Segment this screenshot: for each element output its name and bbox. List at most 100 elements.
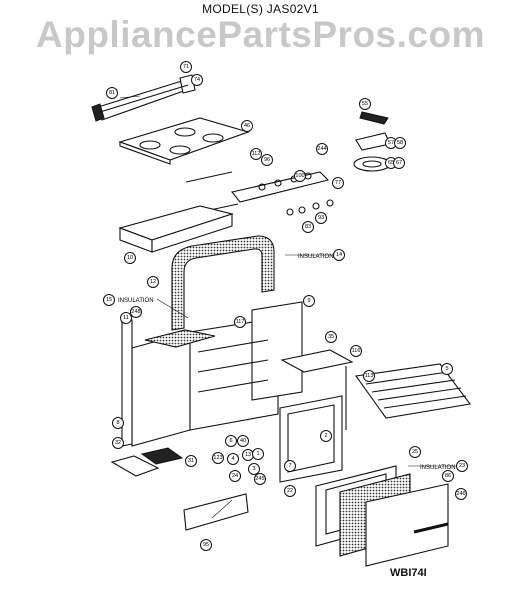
callout-11: 11	[120, 312, 132, 324]
callout-label: 5	[445, 366, 448, 372]
callout-label: 117	[236, 319, 245, 325]
callout-15: 15	[103, 294, 115, 306]
callout-23: 23	[456, 460, 468, 472]
callout-24: 24	[229, 470, 241, 482]
callout-label: 96	[264, 157, 270, 163]
callout-3: 3	[248, 463, 260, 475]
callout-label: 1	[256, 451, 259, 457]
callout-label: 81	[109, 90, 115, 96]
callout-label: 32	[115, 440, 121, 446]
callout-2: 2	[320, 430, 332, 442]
leader-lines	[119, 95, 456, 519]
callout-label: 10	[127, 255, 133, 261]
callout-5: 5	[441, 363, 453, 375]
callout-10: 10	[124, 252, 136, 264]
callout-77: 77	[332, 177, 344, 189]
callout-71: 71	[180, 61, 192, 73]
callout-label: 71	[183, 64, 189, 70]
callout-label: 100	[295, 173, 304, 179]
callout-81: 81	[106, 87, 118, 99]
control-panel	[185, 171, 330, 211]
callout-93: 93	[315, 212, 327, 224]
callout-label: 11	[123, 315, 129, 321]
callout-label: 244	[317, 146, 326, 152]
callout-label: 112	[252, 151, 261, 157]
kick-panel	[183, 493, 249, 531]
callout-label: 113	[365, 373, 374, 379]
element-parts	[353, 111, 391, 172]
callout-67: 67	[393, 157, 405, 169]
callout-label: 14	[336, 252, 342, 258]
callout-123: 123	[212, 452, 224, 464]
callout-label: 246	[456, 491, 465, 497]
callout-label: 6	[229, 438, 232, 444]
callout-label: 22	[287, 488, 293, 494]
callout-8: 8	[112, 417, 124, 429]
insulation-label-top: INSULATION	[298, 254, 334, 260]
callout-label: 248	[131, 309, 140, 315]
callout-100: 100	[294, 170, 306, 182]
drawing-id: WBI74I	[390, 567, 427, 579]
callout-label: 46	[244, 123, 250, 129]
callout-117: 117	[234, 316, 246, 328]
callout-32: 32	[112, 437, 124, 449]
callout-6: 6	[225, 435, 237, 447]
callout-label: 40	[240, 438, 246, 444]
callout-248: 248	[130, 306, 142, 318]
callout-label: 86	[445, 473, 451, 479]
callout-label: 58	[397, 140, 403, 146]
insulation-label-door: INSULATION	[420, 465, 456, 471]
callout-label: 12	[150, 279, 156, 285]
drip-tray	[110, 447, 184, 477]
callout-96: 96	[261, 154, 273, 166]
callout-label: 13	[245, 452, 251, 458]
callout-245: 245	[254, 473, 266, 485]
callout-113: 113	[363, 370, 375, 382]
callout-55: 55	[359, 98, 371, 110]
callout-35: 35	[325, 331, 337, 343]
callout-label: 8	[116, 420, 119, 426]
model-title: MODEL(S) JAS02V1	[202, 2, 319, 16]
callout-58: 58	[394, 137, 406, 149]
callout-25: 25	[409, 446, 421, 458]
watermark: AppliancePartsPros.com	[36, 14, 485, 55]
front-frame	[279, 366, 347, 483]
callout-74: 74	[191, 74, 203, 86]
callout-9: 9	[303, 295, 315, 307]
callout-label: 67	[396, 160, 402, 166]
callout-4: 4	[227, 453, 239, 465]
knobs	[286, 199, 334, 216]
callout-label: 24	[232, 473, 238, 479]
callout-label: 2	[324, 433, 327, 439]
callout-31: 31	[185, 455, 197, 467]
callout-label: 15	[106, 297, 112, 303]
oven-door	[315, 465, 449, 567]
callout-label: 3	[252, 466, 255, 472]
callout-label: 74	[194, 77, 200, 83]
callout-1: 1	[252, 448, 264, 460]
callout-116: 116	[350, 345, 362, 357]
callout-13: 13	[242, 449, 254, 461]
callout-112: 112	[250, 148, 262, 160]
callout-244: 244	[316, 143, 328, 155]
callout-label: 116	[352, 348, 361, 354]
callout-46: 46	[241, 120, 253, 132]
callout-label: 65	[388, 160, 394, 166]
backguard	[91, 74, 196, 122]
callout-label: 31	[188, 458, 194, 464]
callout-label: 23	[459, 463, 465, 469]
callout-label: 245	[255, 476, 264, 482]
callout-label: 35	[328, 334, 334, 340]
callout-22: 22	[284, 485, 296, 497]
broil-and-rack	[280, 349, 471, 419]
callout-14: 14	[333, 249, 345, 261]
callout-label: 83	[305, 224, 311, 230]
callout-246: 246	[455, 488, 467, 500]
callout-95: 95	[200, 539, 212, 551]
callout-86: 86	[442, 470, 454, 482]
callout-40: 40	[237, 435, 249, 447]
cooktop	[118, 117, 250, 165]
callout-label: 93	[318, 215, 324, 221]
